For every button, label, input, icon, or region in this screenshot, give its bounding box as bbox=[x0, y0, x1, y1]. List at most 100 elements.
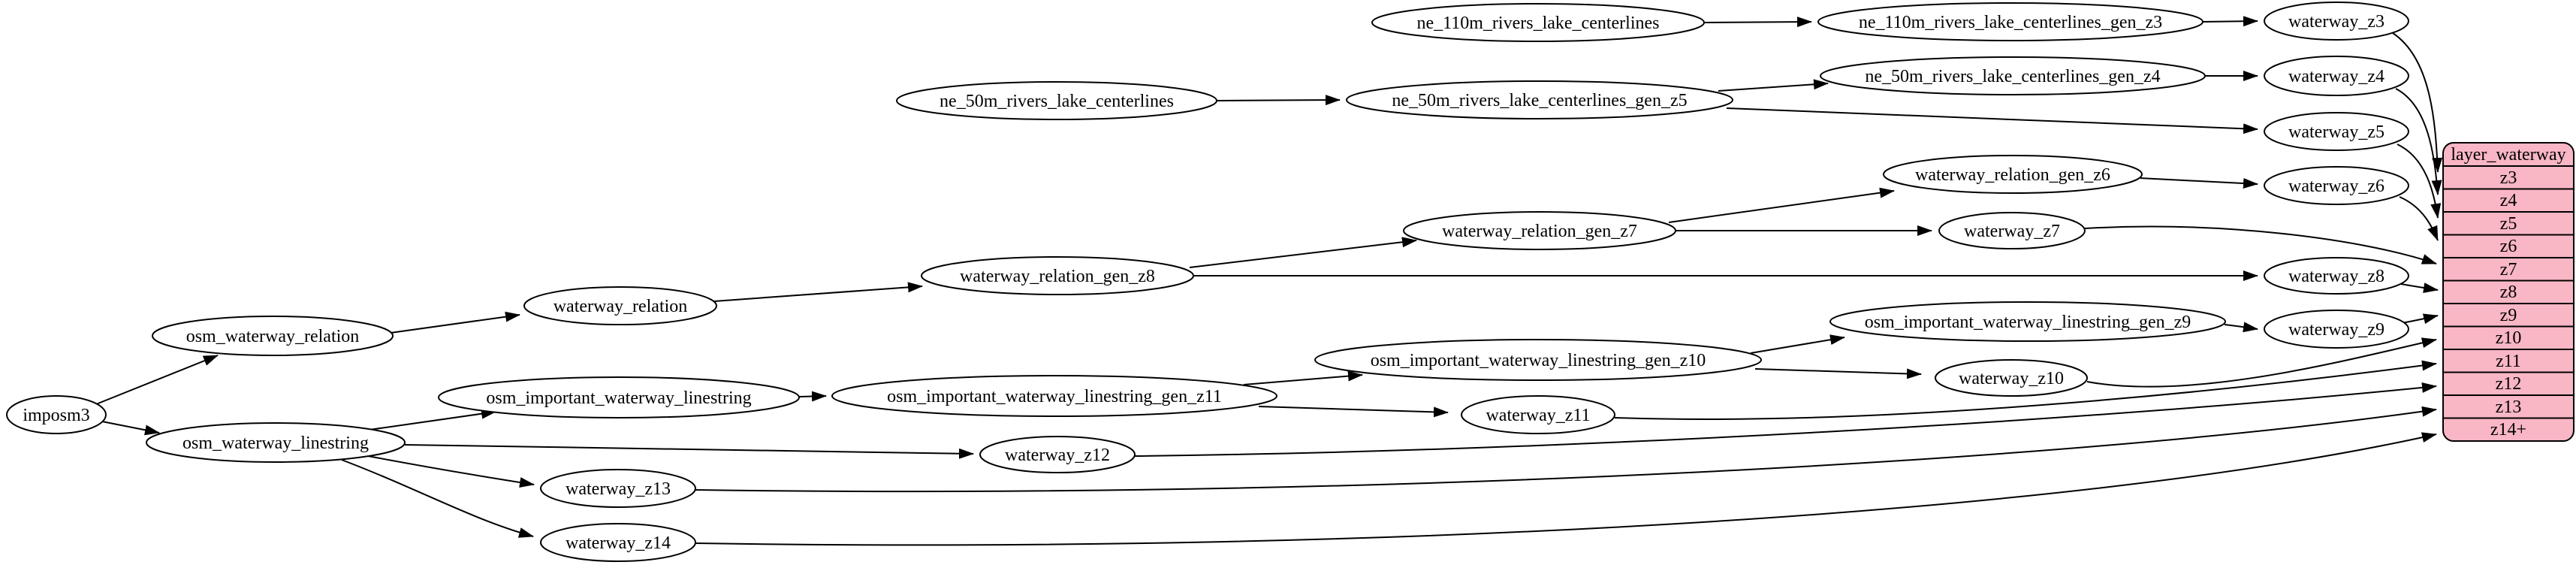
node-label: osm_important_waterway_linestring bbox=[486, 388, 751, 408]
edge-waterway_z7-layer_waterway-z7 bbox=[2084, 225, 2437, 264]
node-label: osm_important_waterway_linestring_gen_z1… bbox=[1371, 351, 1706, 370]
edge-ne_50m_rivers_lake_centerlines-ne_50m_rivers_lake_centerlines_gen_z5 bbox=[1216, 95, 1341, 106]
node-ne_50m_rivers_lake_centerlines: ne_50m_rivers_lake_centerlines bbox=[896, 81, 1217, 120]
table-row-z7: z7 bbox=[2500, 260, 2517, 279]
node-shape bbox=[2264, 166, 2409, 205]
node-label: ne_50m_rivers_lake_centerlines bbox=[940, 92, 1174, 111]
node-shape bbox=[146, 422, 406, 463]
node-waterway_z4: waterway_z4 bbox=[2264, 56, 2409, 96]
edge-layer bbox=[95, 16, 2443, 546]
node-waterway_z11: waterway_z11 bbox=[1461, 395, 1615, 434]
edge-osm_waterway_linestring-waterway_z13 bbox=[367, 455, 535, 488]
edge-osm_waterway_relation-waterway_relation bbox=[390, 311, 520, 334]
node-osm_important_waterway_linestring_gen_z10: osm_important_waterway_linestring_gen_z1… bbox=[1314, 339, 1762, 381]
node-shape bbox=[1371, 3, 1705, 42]
node-shape bbox=[1820, 56, 2206, 95]
node-label: waterway_z13 bbox=[566, 479, 671, 499]
node-waterway_relation_gen_z8: waterway_relation_gen_z8 bbox=[921, 256, 1194, 295]
table-row-z14plus: z14+ bbox=[2490, 420, 2526, 440]
edge-ne_50m_rivers_lake_centerlines_gen_z5-waterway_z5 bbox=[1726, 107, 2258, 134]
edge-waterway_z10-layer_waterway-z10 bbox=[2086, 337, 2437, 388]
node-label: waterway_z14 bbox=[566, 533, 671, 553]
edge-waterway_z4-layer_waterway-z4 bbox=[2395, 88, 2442, 195]
node-shape bbox=[1883, 155, 2143, 194]
edge-osm_waterway_linestring-waterway_z14 bbox=[341, 459, 534, 538]
node-label: waterway_relation_gen_z8 bbox=[960, 267, 1155, 286]
edge-ne_110m_rivers_lake_centerlines_gen_z3-waterway_z3 bbox=[2202, 16, 2258, 27]
edge-waterway_relation_gen_z6-waterway_z6 bbox=[2140, 177, 2258, 189]
node-shape bbox=[540, 469, 696, 508]
node-shape bbox=[1829, 301, 2226, 342]
node-osm_important_waterway_linestring_gen_z9: osm_important_waterway_linestring_gen_z9 bbox=[1829, 301, 2226, 342]
node-waterway_z10: waterway_z10 bbox=[1935, 359, 2088, 397]
edge-waterway_relation_gen_z8-waterway_relation_gen_z7 bbox=[1189, 237, 1417, 268]
node-label: osm_waterway_linestring bbox=[182, 434, 369, 453]
node-shape bbox=[979, 436, 1136, 473]
node-shape bbox=[1461, 395, 1615, 434]
edge-imposm3-osm_waterway_relation bbox=[95, 355, 219, 405]
node-shape bbox=[896, 81, 1217, 120]
node-ne_50m_rivers_lake_centerlines_gen_z5: ne_50m_rivers_lake_centerlines_gen_z5 bbox=[1346, 80, 1733, 119]
node-label: osm_important_waterway_linestring_gen_z9 bbox=[1865, 313, 2191, 332]
node-imposm3: imposm3 bbox=[6, 395, 107, 434]
node-label: waterway_z6 bbox=[2288, 177, 2384, 196]
node-shape bbox=[2264, 310, 2409, 349]
node-shape bbox=[1403, 211, 1676, 250]
node-label: ne_110m_rivers_lake_centerlines bbox=[1417, 14, 1660, 33]
node-ne_110m_rivers_lake_centerlines: ne_110m_rivers_lake_centerlines bbox=[1371, 3, 1705, 42]
edge-osm_waterway_linestring-waterway_z12 bbox=[404, 444, 974, 459]
edge-waterway_z3-layer_waterway-z3 bbox=[2392, 32, 2443, 173]
node-waterway_z9: waterway_z9 bbox=[2264, 310, 2409, 349]
node-shape bbox=[831, 375, 1277, 417]
node-shape bbox=[438, 376, 800, 418]
node-label: osm_waterway_relation bbox=[186, 327, 360, 346]
table-row-z6: z6 bbox=[2500, 237, 2517, 256]
node-osm_waterway_linestring: osm_waterway_linestring bbox=[146, 422, 406, 463]
edge-osm_important_waterway_linestring_gen_z11-waterway_z11 bbox=[1258, 406, 1449, 418]
edge-waterway_z13-layer_waterway-z13 bbox=[695, 406, 2437, 493]
node-waterway_relation_gen_z6: waterway_relation_gen_z6 bbox=[1883, 155, 2143, 194]
node-shape bbox=[921, 256, 1194, 295]
node-label: ne_110m_rivers_lake_centerlines_gen_z3 bbox=[1859, 13, 2162, 32]
node-osm_important_waterway_linestring_gen_z11: osm_important_waterway_linestring_gen_z1… bbox=[831, 375, 1277, 417]
node-waterway_z3: waterway_z3 bbox=[2264, 2, 2409, 41]
node-label: waterway_z12 bbox=[1005, 446, 1110, 465]
table-header: layer_waterway bbox=[2451, 145, 2565, 165]
edge-osm_waterway_linestring-osm_important_waterway_linestring bbox=[363, 408, 496, 431]
node-label: ne_50m_rivers_lake_centerlines_gen_z4 bbox=[1865, 67, 2160, 86]
edge-imposm3-osm_waterway_linestring bbox=[101, 421, 160, 436]
node-label: imposm3 bbox=[23, 406, 89, 425]
table-row-z12: z12 bbox=[2496, 374, 2522, 394]
node-shape bbox=[1346, 80, 1733, 119]
node-label: osm_important_waterway_linestring_gen_z1… bbox=[887, 387, 1222, 406]
node-shape bbox=[1938, 212, 2086, 249]
node-label: waterway_z5 bbox=[2288, 122, 2384, 142]
node-ne_50m_rivers_lake_centerlines_gen_z4: ne_50m_rivers_lake_centerlines_gen_z4 bbox=[1820, 56, 2206, 95]
table-outline bbox=[2442, 142, 2574, 442]
node-label: waterway_z4 bbox=[2288, 67, 2384, 86]
edge-waterway_relation-waterway_relation_gen_z8 bbox=[713, 282, 923, 302]
node-label: waterway_relation_gen_z7 bbox=[1442, 222, 1637, 241]
node-waterway_z5: waterway_z5 bbox=[2264, 112, 2409, 151]
node-waterway_z14: waterway_z14 bbox=[540, 523, 696, 562]
edge-waterway_z12-layer_waterway-z12 bbox=[1134, 382, 2437, 457]
edge-osm_important_waterway_linestring_gen_z10-osm_important_waterway_linestring_gen_z9 bbox=[1750, 334, 1845, 354]
edge-waterway_z14-layer_waterway-z14plus bbox=[695, 432, 2437, 546]
node-label: waterway_z7 bbox=[1964, 222, 2060, 241]
node-shape bbox=[1314, 339, 1762, 381]
node-shape bbox=[1935, 359, 2088, 397]
node-shape bbox=[2264, 112, 2409, 151]
node-shape bbox=[540, 523, 696, 562]
node-shape bbox=[152, 316, 394, 356]
node-waterway_relation: waterway_relation bbox=[523, 286, 717, 325]
table-row-z13: z13 bbox=[2496, 397, 2522, 417]
table-row-z3: z3 bbox=[2500, 168, 2517, 188]
edge-waterway_z9-layer_waterway-z9 bbox=[2401, 313, 2439, 325]
edge-waterway_z6-layer_waterway-z6 bbox=[2399, 196, 2439, 241]
node-waterway_z6: waterway_z6 bbox=[2264, 166, 2409, 205]
node-label: waterway_z8 bbox=[2288, 267, 2384, 286]
node-label: waterway_relation_gen_z6 bbox=[1915, 165, 2110, 185]
node-label: waterway_z3 bbox=[2288, 12, 2384, 32]
edge-ne_50m_rivers_lake_centerlines_gen_z5-ne_50m_rivers_lake_centerlines_gen_z4 bbox=[1718, 79, 1829, 92]
